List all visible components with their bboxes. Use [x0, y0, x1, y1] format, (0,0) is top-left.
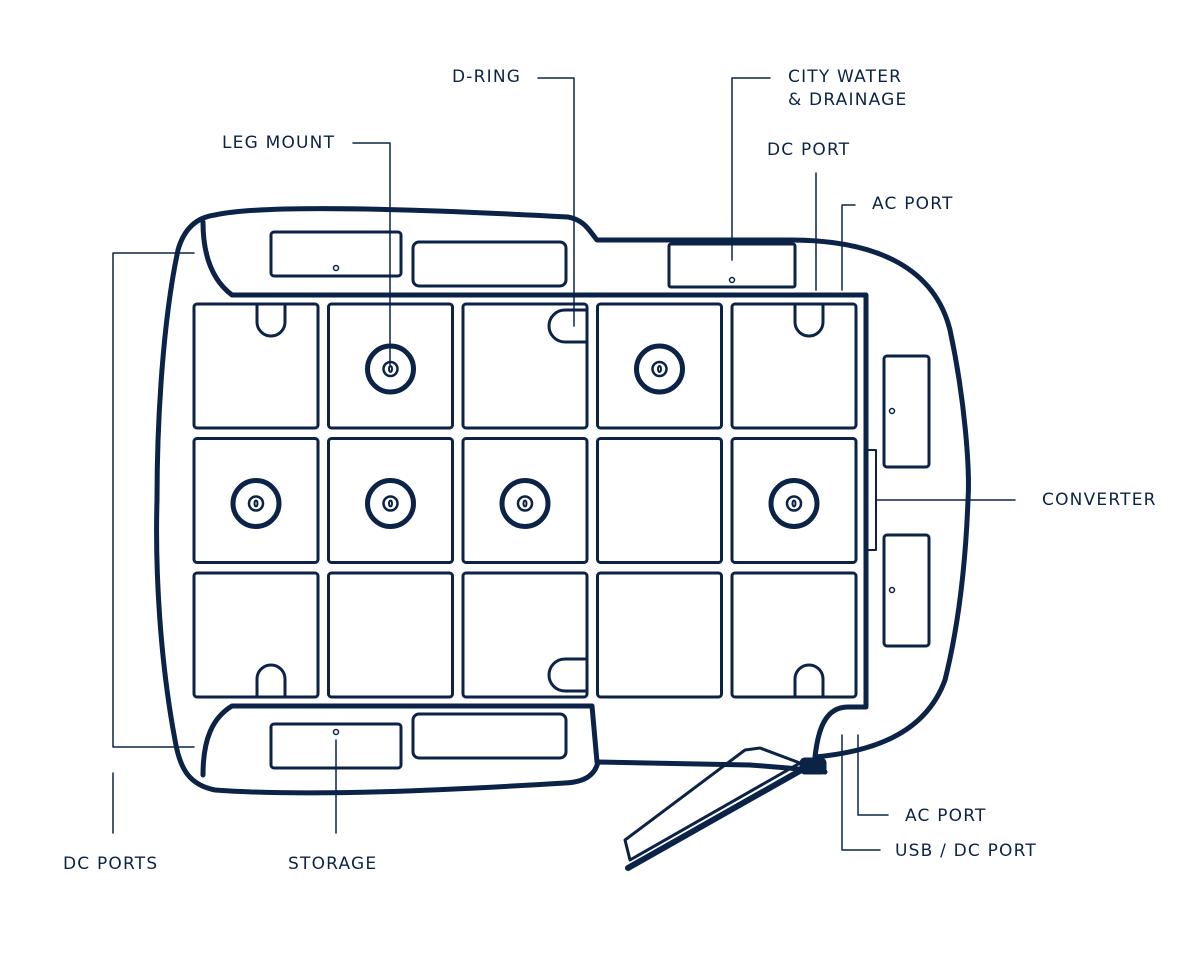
leg-mount-icon — [365, 478, 416, 529]
floor-tile — [461, 302, 589, 430]
leg-mount-slot — [388, 499, 393, 508]
leg-mount-center — [247, 495, 265, 512]
floor-tile — [596, 302, 723, 430]
leg-mount-slot — [522, 499, 528, 508]
floor-grid — [192, 302, 858, 699]
door — [623, 746, 802, 862]
leader-lines — [112, 77, 1016, 851]
label-dc-port-top: DC PORT — [767, 140, 851, 160]
label-dc-ports: DC PORTS — [63, 854, 159, 874]
converter-box-bottom — [882, 533, 931, 648]
d-ring-icon — [793, 302, 825, 338]
d-ring-icon — [547, 308, 589, 344]
leg-mount-slot — [791, 499, 797, 508]
label-ac-port-bottom: AC PORT — [905, 806, 987, 826]
label-city-water: CITY WATER — [788, 67, 903, 87]
leg-mount-center — [785, 495, 803, 512]
floor-tile — [327, 437, 454, 564]
label-leg-mount: LEG MOUNT — [222, 133, 336, 153]
label-converter: CONVERTER — [1042, 490, 1157, 510]
leg-mount-slot — [253, 499, 259, 508]
storage-top-left — [269, 230, 403, 278]
storage-bottom-mid — [411, 712, 568, 760]
label-usb-dc-port: USB / DC PORT — [895, 841, 1037, 861]
d-ring-icon — [547, 657, 589, 693]
floor-tile — [192, 437, 320, 564]
door-hinge — [799, 757, 827, 775]
floor-tile — [461, 437, 589, 564]
leg-mount-icon — [634, 343, 685, 395]
floor-tile — [596, 437, 723, 564]
floor-tile — [327, 571, 454, 699]
leg-mount-icon — [230, 478, 282, 529]
leg-mount-icon — [499, 478, 551, 529]
d-ring-icon — [255, 663, 287, 699]
label-ac-port-top: AC PORT — [872, 194, 954, 214]
storage-top-mid — [411, 240, 568, 288]
leg-mount-center — [651, 360, 668, 378]
leg-mount-center — [516, 495, 534, 512]
floor-tile — [730, 437, 858, 564]
d-ring-icon — [793, 663, 825, 699]
leg-mount-slot — [657, 365, 662, 373]
bottom-band — [200, 703, 600, 778]
leg-mount-slot — [388, 365, 393, 373]
leg-mount-icon — [768, 478, 820, 529]
top-band — [200, 219, 869, 760]
converter-box-top — [882, 354, 931, 469]
floor-tile — [596, 571, 723, 699]
label-drainage: & DRAINAGE — [788, 90, 908, 110]
floor-tile — [461, 571, 589, 699]
leg-mount-center — [382, 495, 399, 512]
label-d-ring: D-RING — [452, 67, 522, 87]
d-ring-icon — [255, 302, 287, 338]
label-storage: STORAGE — [288, 854, 378, 874]
